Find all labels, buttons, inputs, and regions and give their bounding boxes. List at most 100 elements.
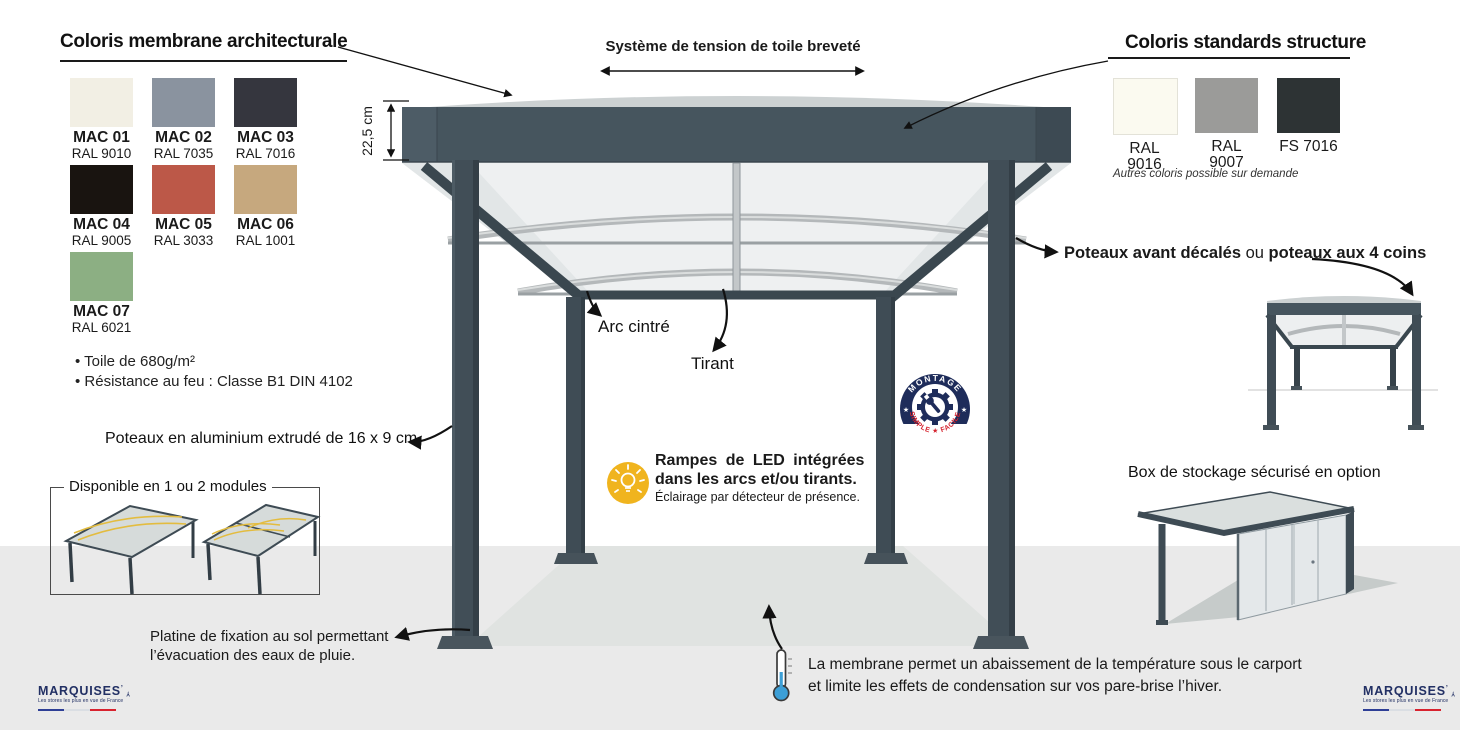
four-corner-carport-illustration	[1248, 296, 1438, 430]
swatch-code: MAC 02	[155, 129, 212, 146]
swatch-color-mac07	[70, 252, 133, 301]
swatch-color-ral9007	[1195, 78, 1258, 133]
swatch-color-mac03	[234, 78, 297, 127]
arrow-structure-title	[903, 60, 1109, 129]
platine-label: Platine de fixation au sol permettant l’…	[150, 627, 388, 665]
swatch-color-mac04	[70, 165, 133, 214]
arrow-tirant	[712, 288, 728, 353]
dimension-label: 22,5 cm	[359, 106, 375, 156]
structure-note: Autres coloris possible sur demande	[1113, 168, 1299, 180]
arrow-poteaux-decales	[1015, 237, 1059, 259]
montage-badge: MONTAGE SIMPLE ★ FACILE ★ ★	[900, 373, 970, 445]
swatch-ral: RAL 7035	[153, 146, 214, 161]
led-feature-text: Rampes de LED intégrées dans les arcs et…	[655, 452, 864, 504]
membrane-specs: • Toile de 680g/m² • Résistance au feu :…	[75, 352, 353, 391]
swatch-code: MAC 05	[155, 216, 212, 233]
arrow-arc-cintre	[585, 290, 603, 317]
swatch-mac06: MAC 06 RAL 1001	[234, 165, 297, 248]
logo-tagline: Les stores les plus en vue de France	[1363, 698, 1449, 705]
arrow-membrane-title	[337, 46, 513, 98]
arrow-poteaux-alu	[407, 425, 453, 450]
structure-title-rule	[1108, 57, 1350, 59]
membrane-colors-title: Coloris membrane architecturale	[60, 31, 348, 62]
module-1-illustration	[63, 504, 199, 595]
swatch-ral9016: RAL 9016	[1113, 78, 1178, 173]
swatch-color-mac02	[152, 78, 215, 127]
swatch-fs7016: FS 7016	[1277, 78, 1340, 173]
structure-swatch-grid: RAL 9016 RAL 9007 FS 7016	[1113, 78, 1340, 173]
marquises-logo-left: MARQUISES’ Les stores les plus en vue de…	[38, 682, 130, 711]
led-line3: Éclairage par détecteur de présence.	[655, 490, 860, 504]
swatch-mac07: MAC 07 RAL 6021	[70, 252, 133, 335]
swatch-ral: RAL 9005	[71, 233, 132, 248]
logo-name: MARQUISES’	[1363, 684, 1449, 699]
swatch-color-mac01	[70, 78, 133, 127]
swatch-color-mac06	[234, 165, 297, 214]
arrow-platine	[394, 626, 471, 641]
gear-wrench-icon	[917, 389, 953, 425]
carport-illustration	[402, 96, 1071, 649]
membrane-note: La membrane permet un abaissement de la …	[808, 654, 1302, 697]
modules-label: Disponible en 1 ou 2 modules	[64, 478, 272, 495]
swatch-mac03: MAC 03 RAL 7016	[234, 78, 297, 161]
swatch-code: MAC 04	[73, 216, 130, 233]
marquises-logo-right: MARQUISES’ Les stores les plus en vue de…	[1363, 682, 1455, 711]
swatch-code: MAC 06	[237, 216, 294, 233]
led-line2: dans les arcs et/ou tirants.	[655, 470, 857, 488]
slab	[468, 546, 1016, 646]
badge-star-left: ★	[903, 406, 909, 414]
swatch-label: FS 7016	[1279, 138, 1338, 155]
arrow-membrane-note	[762, 604, 783, 650]
module-2-illustration	[201, 503, 321, 595]
logo-mark: ’	[1445, 685, 1449, 692]
swatch-color-fs7016	[1277, 78, 1340, 133]
platine-line1: Platine de fixation au sol permettant	[150, 628, 389, 645]
tension-label: Système de tension de toile breveté	[605, 38, 861, 55]
membrane-note-line2: et limite les effets de condensation sur…	[808, 677, 1223, 695]
swatch-ral: RAL 7016	[235, 146, 296, 161]
tirant-label: Tirant	[691, 354, 734, 373]
poteaux-decales-mid: ou	[1241, 244, 1269, 262]
thermometer-icon	[772, 649, 792, 702]
french-flag-bar	[38, 709, 130, 711]
logo-tagline: Les stores les plus en vue de France	[38, 698, 124, 705]
modules-box: Disponible en 1 ou 2 modules	[50, 478, 320, 595]
swatch-mac02: MAC 02 RAL 7035	[152, 78, 215, 161]
swatch-ral: RAL 1001	[235, 233, 296, 248]
platine-line2: l’évacuation des eaux de pluie.	[150, 647, 356, 664]
swatch-code: MAC 01	[73, 129, 130, 146]
spec-toile: • Toile de 680g/m²	[75, 353, 196, 370]
storage-box-illustration	[1137, 491, 1398, 625]
membrane-swatch-grid: MAC 01 RAL 9010 MAC 02 RAL 7035 MAC 03 R…	[70, 78, 297, 335]
poteaux-decales-bold: Poteaux avant décalés	[1064, 244, 1242, 262]
poteaux-alu-label: Poteaux en aluminium extrudé de 16 x 9 c…	[105, 430, 418, 447]
swatch-mac05: MAC 05 RAL 3033	[152, 165, 215, 248]
swatch-color-ral9016	[1113, 78, 1178, 135]
swatch-ral9007: RAL 9007	[1195, 78, 1258, 173]
swatch-ral: RAL 9010	[71, 146, 132, 161]
dimension-lines	[383, 100, 409, 161]
eiffel-tower-icon	[125, 691, 130, 697]
swatch-ral: RAL 6021	[71, 320, 132, 335]
swatch-color-mac05	[152, 165, 215, 214]
poteaux-decales-label: Poteaux avant décalés ou poteaux aux 4 c…	[1064, 244, 1426, 263]
poteaux-decales-end: poteaux aux 4 coins	[1268, 244, 1427, 262]
arc-cintre-label: Arc cintré	[598, 317, 670, 336]
membrane-note-line1: La membrane permet un abaissement de la …	[808, 656, 1302, 673]
led-lightbulb-icon	[607, 462, 649, 504]
arrow-to-mini-carport	[1311, 257, 1414, 297]
structure-colors-title: Coloris standards structure	[1125, 32, 1367, 53]
led-line1: Rampes de LED intégrées	[655, 452, 865, 469]
swatch-mac01: MAC 01 RAL 9010	[70, 78, 133, 161]
logo-mark: ’	[120, 685, 124, 692]
swatch-label: RAL 9016	[1127, 140, 1162, 173]
spec-feu: • Résistance au feu : Classe B1 DIN 4102	[75, 372, 353, 390]
logo-name: MARQUISES’	[38, 684, 124, 699]
swatch-mac04: MAC 04 RAL 9005	[70, 165, 133, 248]
eiffel-tower-icon	[1450, 691, 1455, 697]
french-flag-bar	[1363, 709, 1455, 711]
swatch-code: MAC 07	[73, 303, 130, 320]
storage-box-label: Box de stockage sécurisé en option	[1128, 464, 1381, 481]
swatch-ral: RAL 3033	[153, 233, 214, 248]
